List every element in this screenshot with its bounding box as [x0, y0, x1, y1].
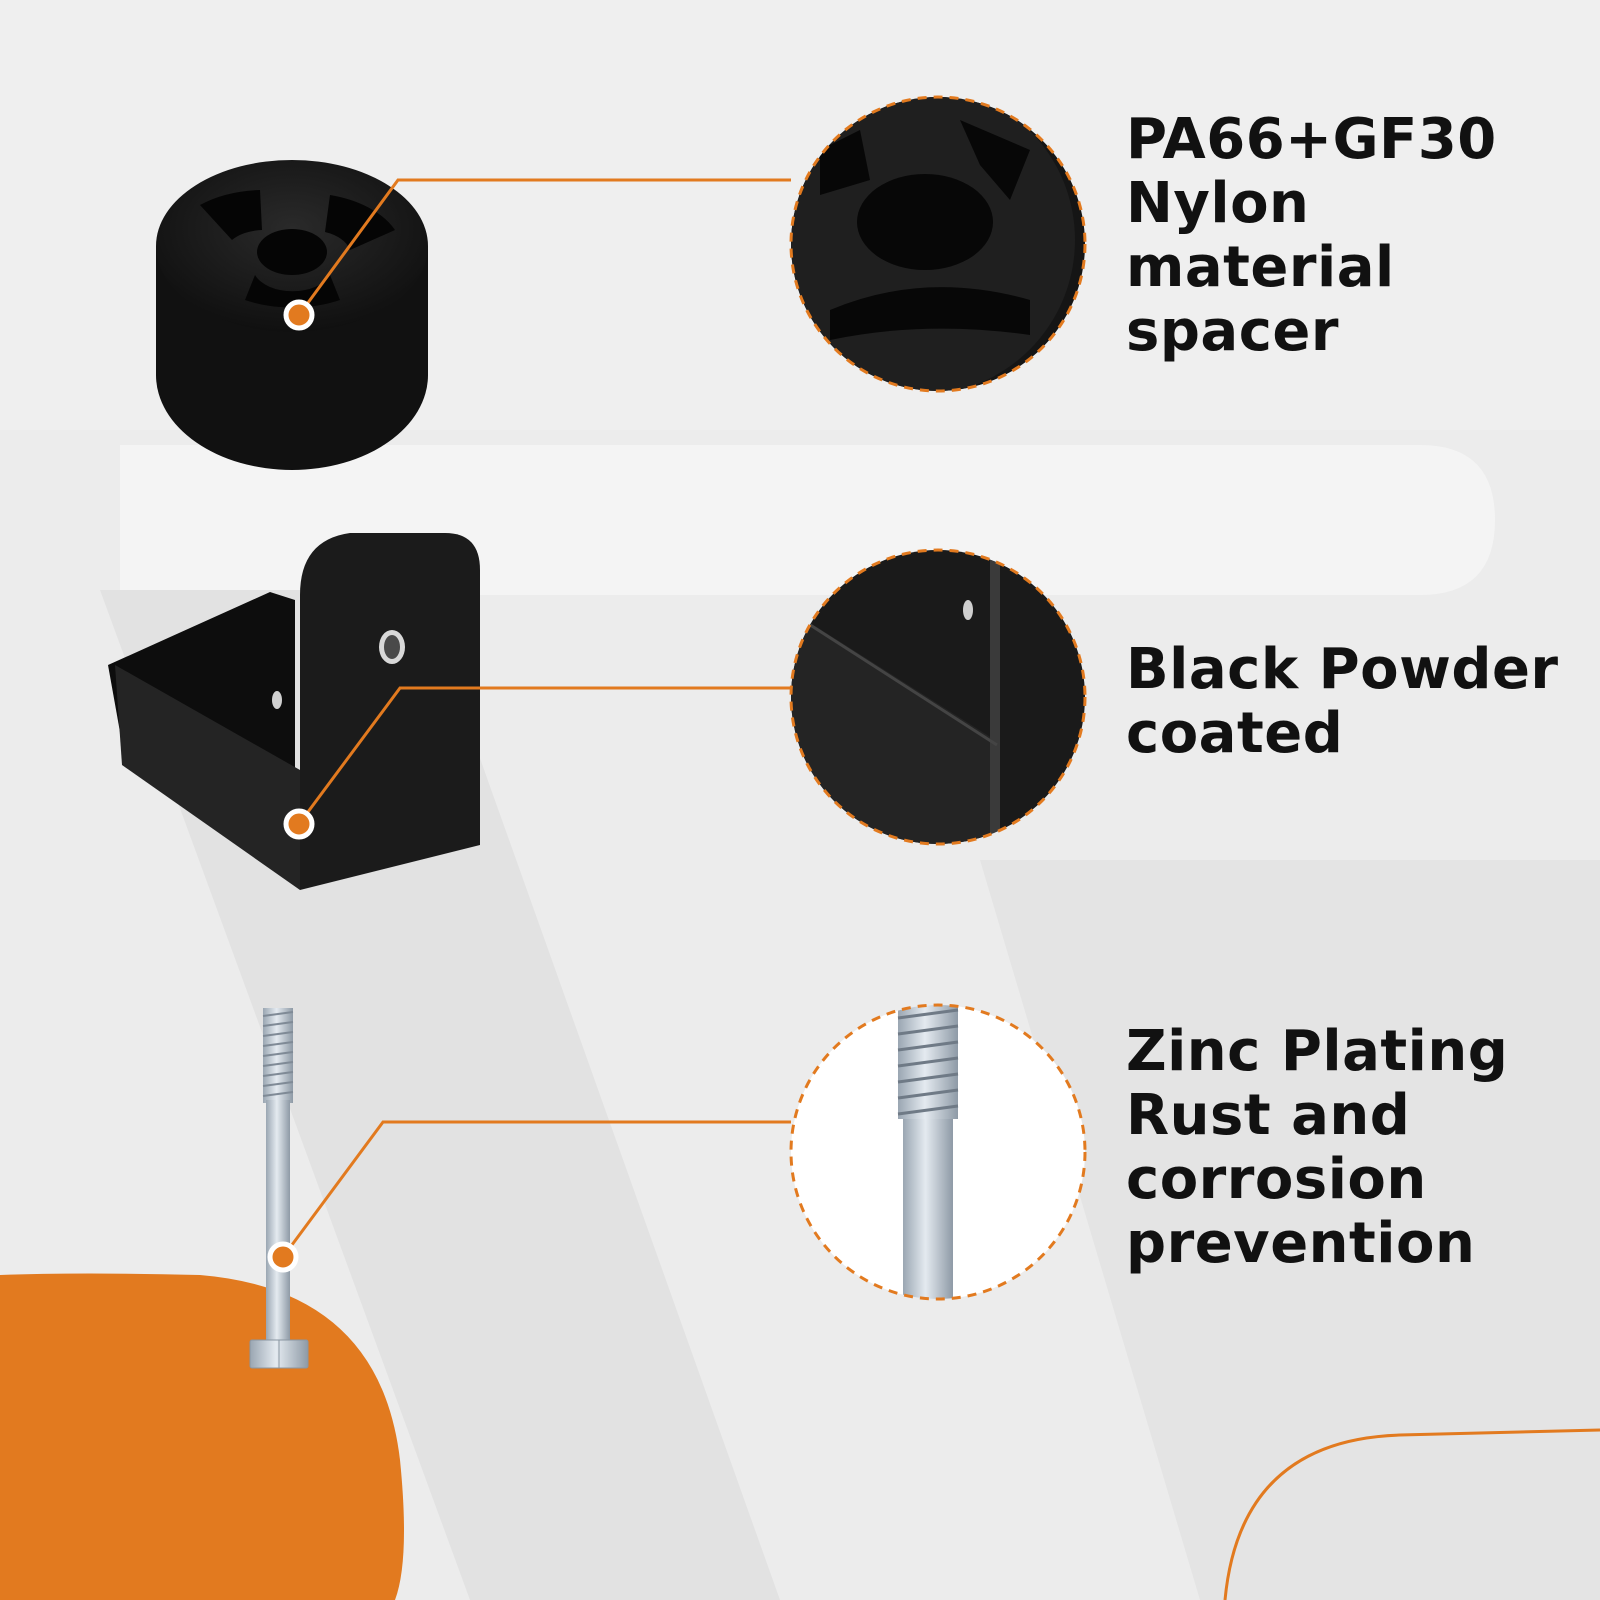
- powder-coated-bracket-icon: [108, 533, 480, 890]
- feature-line: spacer: [1126, 299, 1339, 364]
- connector-spacer: [283, 178, 791, 331]
- spacer-detail-zoom: [789, 95, 1087, 393]
- feature-text-spacer: PA66+GF30 Nylon material spacer: [1126, 108, 1497, 364]
- feature-line: Zinc Plating: [1126, 1019, 1509, 1084]
- zinc-bolt-icon: [249, 1008, 309, 1369]
- nylon-spacer-icon: [156, 160, 428, 470]
- feature-line: corrosion: [1126, 1147, 1427, 1212]
- feature-line: prevention: [1126, 1211, 1476, 1276]
- connector-bracket: [283, 686, 791, 840]
- feature-line: material: [1126, 235, 1395, 300]
- feature-line: Black Powder: [1126, 637, 1559, 702]
- connector-bolt: [267, 1120, 791, 1273]
- feature-line: coated: [1126, 701, 1344, 766]
- feature-text-bolt: Zinc Plating Rust and corrosion preventi…: [1126, 1020, 1508, 1276]
- bolt-detail-zoom: [789, 1003, 1087, 1301]
- feature-text-bracket: Black Powder coated: [1126, 638, 1559, 766]
- bg-orange-arc: [1223, 1428, 1600, 1600]
- bracket-detail-zoom: [789, 548, 1087, 846]
- feature-line: PA66+GF30: [1126, 107, 1497, 172]
- feature-line: Rust and: [1126, 1083, 1411, 1148]
- feature-line: Nylon: [1126, 171, 1310, 236]
